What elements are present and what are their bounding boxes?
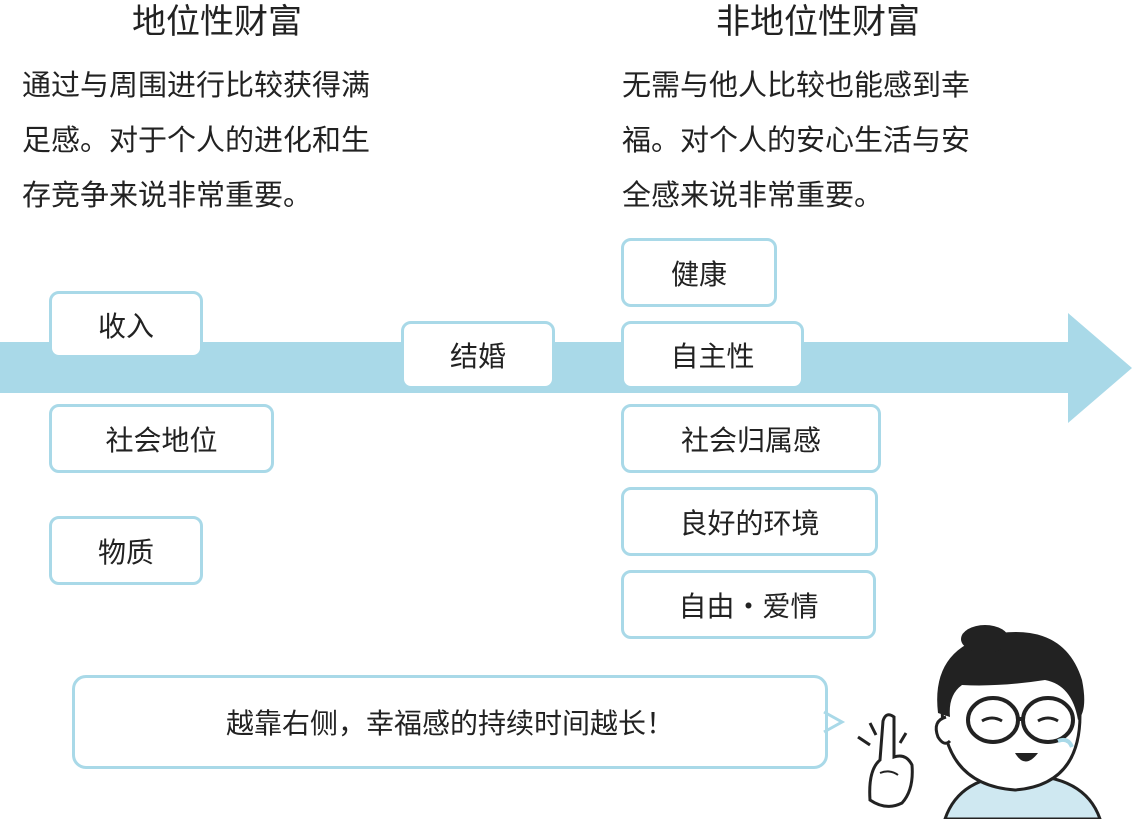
item-good-environment: 良好的环境: [621, 487, 878, 556]
callout-bubble: 越靠右侧，幸福感的持续时间越长！: [72, 675, 828, 769]
item-freedom-love: 自由・爱情: [621, 570, 876, 639]
item-autonomy: 自主性: [621, 321, 804, 389]
left-title: 地位性财富: [132, 2, 302, 42]
item-health: 健康: [621, 238, 777, 307]
item-marriage: 结婚: [401, 321, 555, 389]
item-social-status: 社会地位: [49, 404, 274, 473]
right-description-line: 福。对个人的安心生活与安: [622, 123, 971, 157]
right-description-line: 全感来说非常重要。: [622, 178, 884, 212]
callout-text: 越靠右侧，幸福感的持续时间越长！: [225, 707, 674, 740]
left-description: 通过与周围进行比较获得满 足感。对于个人的进化和生 存竞争来说非常重要。: [22, 58, 462, 223]
item-income: 收入: [49, 291, 203, 358]
left-description-line: 足感。对于个人的进化和生: [22, 123, 371, 157]
item-material: 物质: [49, 516, 203, 585]
right-description: 无需与他人比较也能感到幸 福。对个人的安心生活与安 全感来说非常重要。: [622, 58, 1062, 223]
item-social-belonging: 社会归属感: [621, 404, 881, 473]
callout-tail-icon: [823, 710, 846, 734]
right-description-line: 无需与他人比较也能感到幸: [622, 68, 971, 102]
pointing-person-illustration: [857, 625, 1102, 819]
right-title: 非地位性财富: [716, 2, 920, 42]
left-description-line: 存竞争来说非常重要。: [22, 178, 313, 212]
left-description-line: 通过与周围进行比较获得满: [22, 68, 371, 102]
